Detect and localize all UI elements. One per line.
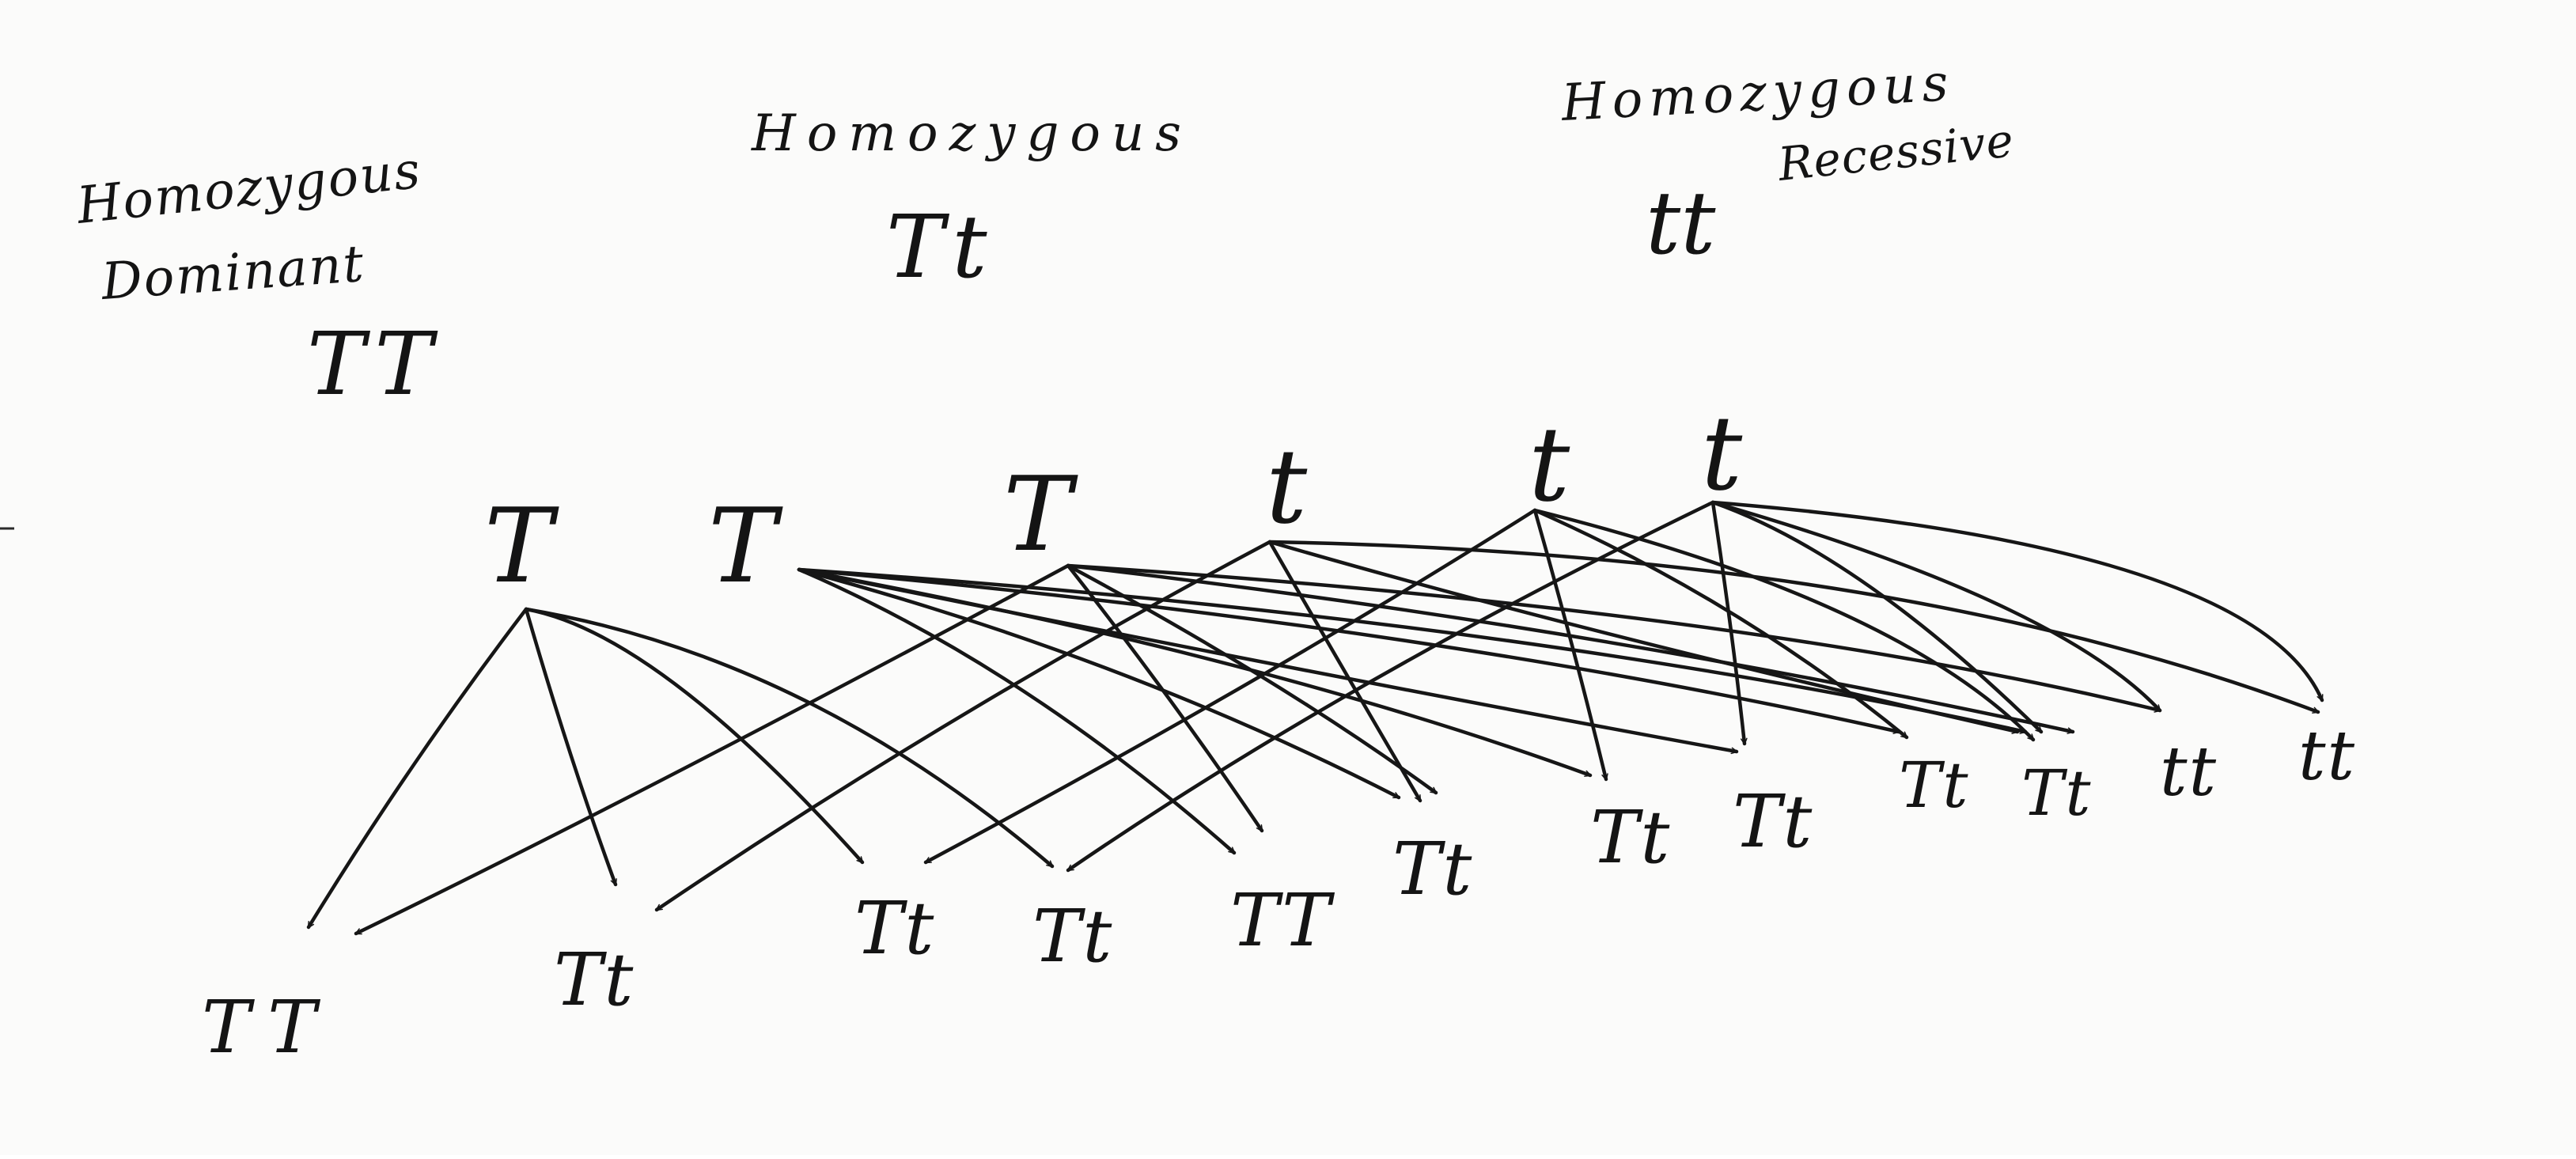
cross-arrow	[797, 567, 1737, 752]
cross-arrow	[1532, 508, 2036, 742]
cross-arrow	[306, 607, 528, 930]
cross-arrow	[654, 540, 1272, 912]
cross-arrow	[1710, 500, 2324, 700]
offspring-genotype: Tt	[554, 937, 635, 1022]
parent-genotype: tt	[1646, 172, 1716, 274]
cross-arrow	[1066, 563, 2073, 732]
offspring-genotype: Tt	[1899, 748, 1970, 822]
cross-arrow	[1532, 508, 1606, 779]
offspring-genotype: Tt	[2021, 756, 2093, 830]
allele-row: T T T t t t	[484, 393, 1743, 606]
cross-arrow	[1267, 540, 2017, 732]
offspring-genotype: Tt	[1032, 894, 1113, 979]
offspring-genotype: Tt	[1590, 795, 1671, 880]
cross-arrow	[356, 563, 1070, 936]
cross-arrows	[306, 500, 2324, 936]
cross-arrow	[797, 567, 1899, 732]
cross-arrow	[1710, 500, 2162, 713]
cross-arrow	[524, 607, 865, 865]
parent-genotype: TT	[307, 313, 441, 415]
parent-heading-line: Homozygous	[1559, 54, 1956, 133]
allele-label: T	[708, 486, 783, 606]
cross-arrow	[1066, 563, 2160, 710]
cross-arrow	[1066, 500, 1715, 873]
allele-label: T	[484, 486, 559, 606]
allele-label: t	[1266, 426, 1308, 547]
offspring-row: TT Tt Tt Tt TT Tt Tt Tt Tt Tt tt tt	[202, 717, 2356, 1070]
cross-arrow	[1066, 563, 1264, 833]
offspring-genotype: TT	[1230, 878, 1335, 963]
parent-heading-line: Homozygous	[751, 104, 1192, 163]
cross-arrow	[1532, 508, 1909, 740]
allele-label: t	[1529, 404, 1570, 525]
cross-arrow	[1066, 563, 1438, 795]
cross-arrow	[1267, 540, 2318, 714]
offspring-genotype: tt	[2298, 717, 2356, 796]
cross-arrow	[524, 607, 618, 884]
cross-arrow	[1710, 500, 2044, 734]
offspring-genotype: Tt	[854, 886, 935, 971]
parent-genotype: Tt	[886, 196, 995, 297]
parent-heading-dominant: Homozygous Dominant TT	[74, 142, 441, 415]
cross-arrow	[524, 607, 1055, 869]
parent-heading-recessive: Homozygous Recessive tt	[1559, 54, 2017, 274]
allele-label: T	[1003, 454, 1078, 574]
offspring-genotype: Tt	[1392, 827, 1473, 911]
cross-arrow	[1710, 500, 1744, 744]
cross-arrow	[1267, 540, 1422, 803]
offspring-genotype: Tt	[1733, 779, 1813, 864]
parent-heading-line: Dominant	[99, 235, 367, 312]
offspring-genotype: tt	[2160, 733, 2218, 812]
cross-arrow	[923, 508, 1537, 865]
cross-arrow	[797, 567, 1401, 800]
offspring-genotype: TT	[202, 985, 331, 1070]
allele-label: t	[1701, 393, 1743, 513]
parent-heading-heterozygous: Homozygous Tt	[751, 104, 1192, 297]
parent-heading-line: Recessive	[1775, 113, 2016, 191]
parent-heading-line: Homozygous	[74, 142, 424, 236]
